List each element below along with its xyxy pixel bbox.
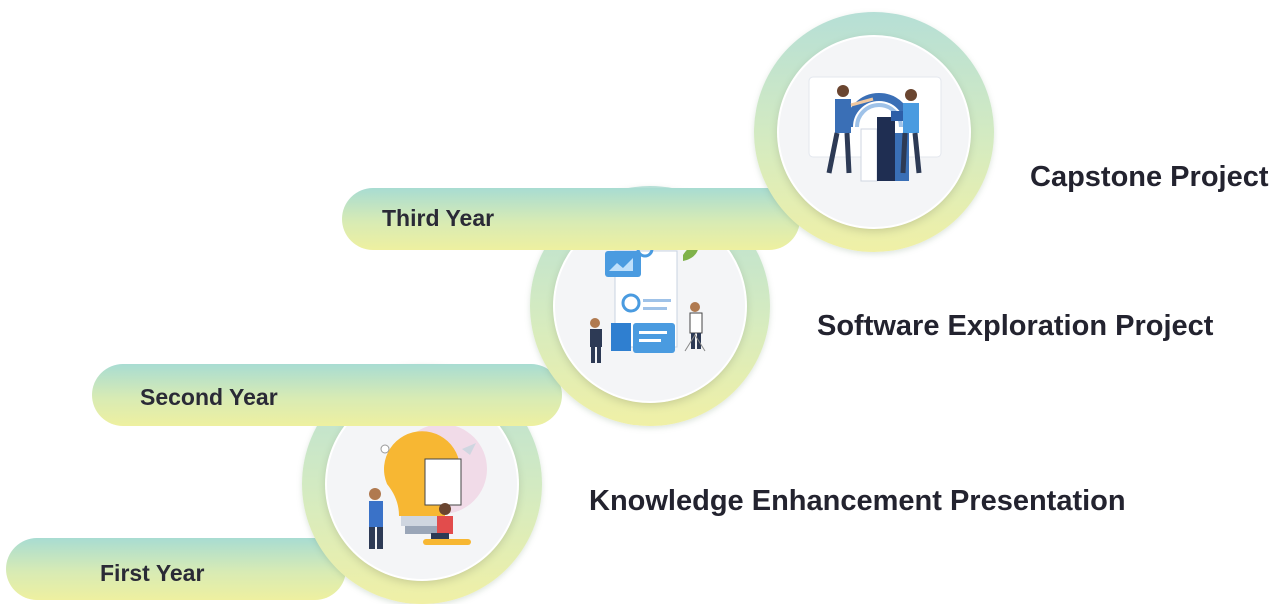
first-year-disc xyxy=(327,389,517,579)
analytics-team-illustration xyxy=(808,76,942,182)
second-year-bar xyxy=(92,364,562,426)
first-year-bar xyxy=(6,538,346,600)
lightbulb-idea-illustration xyxy=(369,424,487,549)
second-year-disc xyxy=(555,211,745,401)
third-year-title: Capstone Project xyxy=(1030,161,1269,193)
second-year-title: Software Exploration Project xyxy=(817,310,1214,342)
third-year-disc xyxy=(779,37,969,227)
second-year-label: Second Year xyxy=(140,384,278,410)
first-year-ring xyxy=(302,364,542,604)
dashboard-team-illustration xyxy=(590,240,706,363)
third-year-ring xyxy=(754,12,994,252)
third-year-bar xyxy=(342,188,800,250)
second-year-ring xyxy=(530,186,770,426)
first-year-label: First Year xyxy=(100,560,205,586)
first-year-title: Knowledge Enhancement Presentation xyxy=(589,485,1126,517)
third-year-label: Third Year xyxy=(382,205,495,231)
